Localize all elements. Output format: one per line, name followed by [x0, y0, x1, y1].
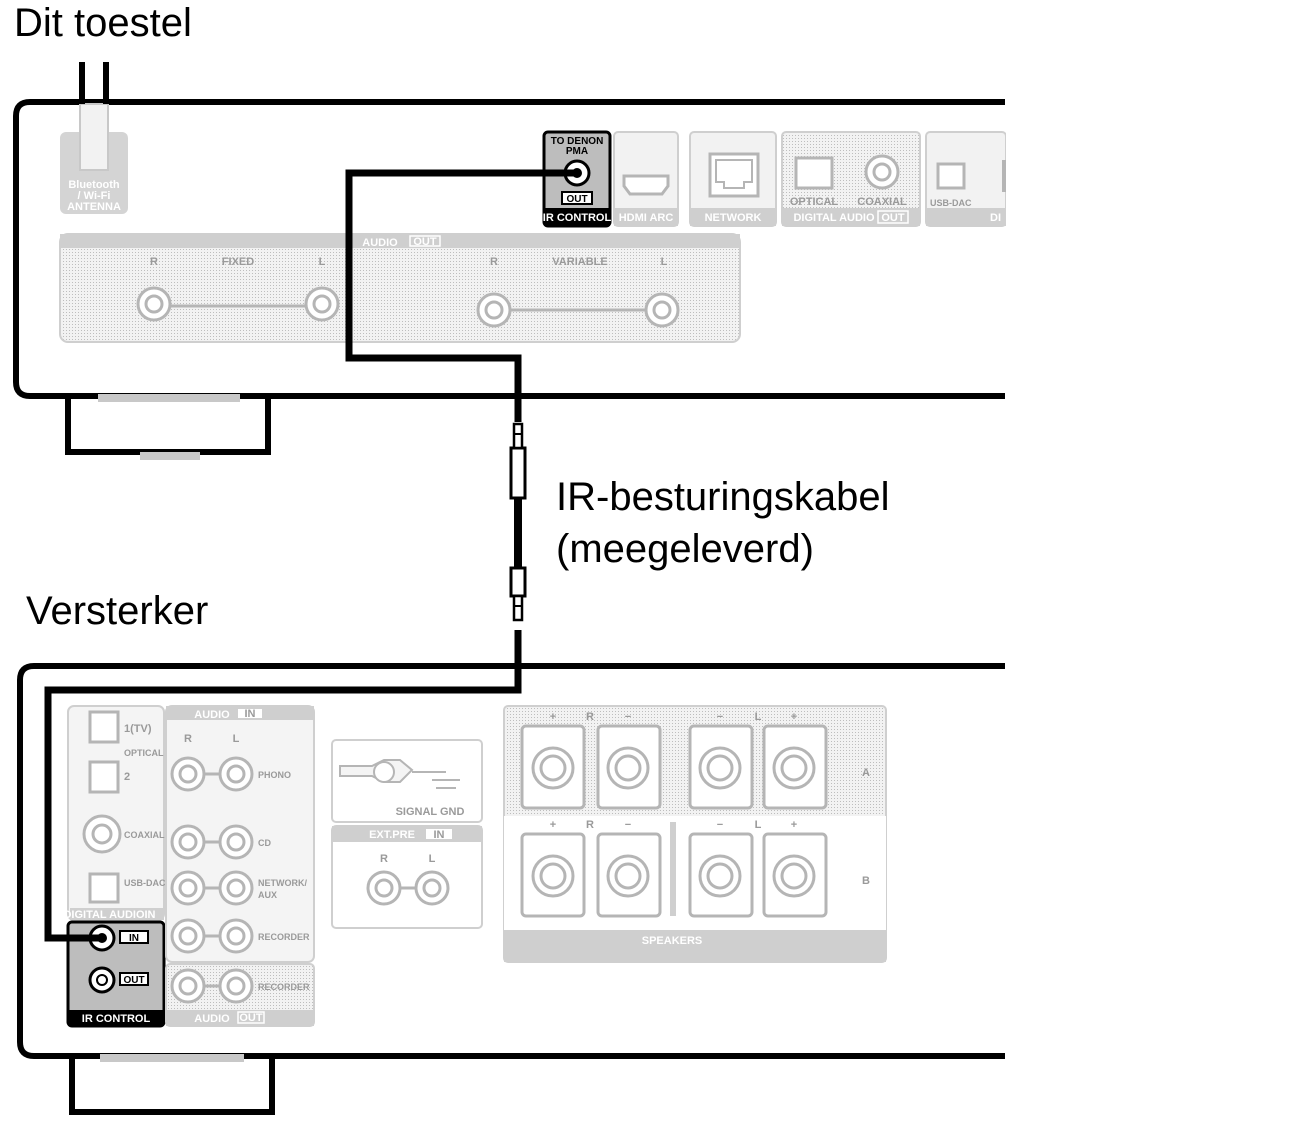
hdmi-arc-label: HDMI ARC: [619, 212, 674, 224]
coaxial-out-label: COAXIAL: [857, 196, 907, 208]
pol-b-r-minus: −: [625, 819, 631, 831]
speaker-a-label: A: [862, 767, 870, 779]
optical-in-label: OPTICAL: [124, 748, 164, 758]
antenna-label-1: Bluetooth: [68, 179, 120, 191]
ir-control-label-top: IR CONTROL: [543, 212, 612, 224]
ext-pre-label: EXT.PRE: [369, 829, 415, 841]
audio-in-badge: IN: [245, 708, 256, 720]
antenna: Bluetooth / Wi-Fi ANTENNA: [60, 62, 128, 214]
ext-pre-l-label: L: [429, 853, 436, 865]
usb-dac-in-label: USB-DAC: [124, 878, 166, 888]
network-label: NETWORK: [705, 212, 762, 224]
network-port: NETWORK: [689, 131, 777, 227]
antenna-label-2: / Wi-Fi: [78, 190, 111, 202]
variable-l-label: L: [661, 256, 668, 268]
ir-out-badge-amp: OUT: [123, 975, 144, 986]
audio-in-l-label: L: [233, 733, 240, 745]
pol-a-r-plus: +: [550, 711, 556, 723]
hdmi-arc-port: HDMI ARC: [613, 131, 679, 227]
pol-b-l: L: [755, 819, 762, 831]
amp-audio-out-label: AUDIO: [194, 1013, 230, 1025]
amp-audio-in: AUDIO IN R L PHONO CD NETWORK/: [165, 705, 315, 963]
pol-a-l: L: [755, 711, 762, 723]
cable-plug-bottom: [509, 548, 527, 622]
pma-label: PMA: [566, 146, 588, 157]
audio-in-r-label: R: [184, 733, 192, 745]
cable-label-line2: (meegeleverd): [556, 527, 814, 571]
this-unit-title: Dit toestel: [14, 1, 192, 45]
amp-digital-in-badge: IN: [145, 909, 156, 921]
amplifier-device: 1(TV) OPTICAL 2 COAXIAL USB-DAC DIGITAL …: [17, 663, 1005, 1115]
usb-dac-port: USB-DAC DI: [925, 131, 1007, 227]
coaxial-in-label: COAXIAL: [124, 830, 165, 840]
ext-pre-r-label: R: [380, 853, 388, 865]
amp-digital-audio-in: 1(TV) OPTICAL 2 COAXIAL USB-DAC DIGITAL …: [63, 705, 166, 921]
ir-in-badge: IN: [129, 933, 139, 944]
this-unit-device: Bluetooth / Wi-Fi ANTENNA TO DENON PMA O…: [13, 62, 1026, 460]
audio-out-panel: AUDIO OUT R FIXED L R VARIABLE L: [59, 233, 741, 343]
fixed-r-label: R: [150, 256, 158, 268]
cd-label: CD: [258, 838, 271, 848]
fixed-l-label: L: [319, 256, 326, 268]
speaker-terminals-a: A: [520, 724, 870, 810]
ir-control-label-amp: IR CONTROL: [82, 1013, 151, 1025]
speakers-panel: SPEAKERS A: [503, 705, 887, 963]
antenna-label-3: ANTENNA: [67, 201, 121, 213]
variable-label: VARIABLE: [552, 256, 607, 268]
pol-b-l-minus: −: [717, 819, 723, 831]
di-cut-label: DI: [990, 212, 1001, 224]
amp-digital-audio-label: DIGITAL AUDIO: [63, 909, 145, 921]
ir-control-cable: [44, 169, 577, 942]
speakers-label: SPEAKERS: [642, 935, 703, 947]
opt2-label: 2: [124, 771, 130, 783]
digital-out-badge: OUT: [881, 212, 905, 224]
audio-out-label: AUDIO: [362, 237, 398, 249]
pol-a-r-minus: −: [625, 711, 631, 723]
variable-r-label: R: [490, 256, 498, 268]
pol-a-l-plus: +: [791, 711, 797, 723]
cable-label-line1: IR-besturingskabel: [556, 475, 890, 519]
tv1-label: 1(TV): [124, 723, 152, 735]
optical-out-label: OPTICAL: [790, 196, 839, 208]
speaker-terminals-b: B: [520, 832, 870, 918]
amp-audio-out: RECORDER AUDIO OUT: [165, 963, 315, 1027]
signal-gnd: SIGNAL GND: [331, 739, 483, 823]
to-denon-label: TO DENON: [551, 136, 604, 147]
ir-out-badge: OUT: [566, 194, 587, 205]
ir-control-out-panel: TO DENON PMA OUT IR CONTROL: [542, 130, 612, 228]
phono-label: PHONO: [258, 770, 291, 780]
speaker-polarity-labels: + R − − L + + R − − L +: [550, 711, 797, 831]
ext-pre-in: EXT.PRE IN R L: [331, 825, 483, 929]
speaker-b-label: B: [862, 875, 870, 887]
amp-audio-out-badge: OUT: [239, 1012, 263, 1024]
pol-b-l-plus: +: [791, 819, 797, 831]
signal-gnd-label: SIGNAL GND: [396, 806, 465, 818]
recorder-in-label: RECORDER: [258, 932, 310, 942]
fixed-label: FIXED: [222, 256, 254, 268]
cable-plug-top: [509, 422, 527, 548]
digital-audio-out: OPTICAL COAXIAL DIGITAL AUDIO OUT: [781, 131, 921, 227]
pol-b-r-plus: +: [550, 819, 556, 831]
audio-out-badge: OUT: [413, 236, 437, 248]
network-aux-label-2: AUX: [258, 890, 277, 900]
ir-out-jack-amp[interactable]: [88, 966, 116, 994]
recorder-out-label: RECORDER: [258, 982, 310, 992]
pol-a-r: R: [586, 711, 594, 723]
amplifier-title: Versterker: [26, 589, 208, 633]
digital-audio-label: DIGITAL AUDIO: [793, 212, 875, 224]
pol-a-l-minus: −: [717, 711, 723, 723]
pol-b-r: R: [586, 819, 594, 831]
usb-dac-label: USB-DAC: [930, 198, 972, 208]
ext-pre-badge: IN: [434, 829, 445, 841]
audio-in-label: AUDIO: [194, 709, 230, 721]
network-aux-label-1: NETWORK/: [258, 878, 307, 888]
